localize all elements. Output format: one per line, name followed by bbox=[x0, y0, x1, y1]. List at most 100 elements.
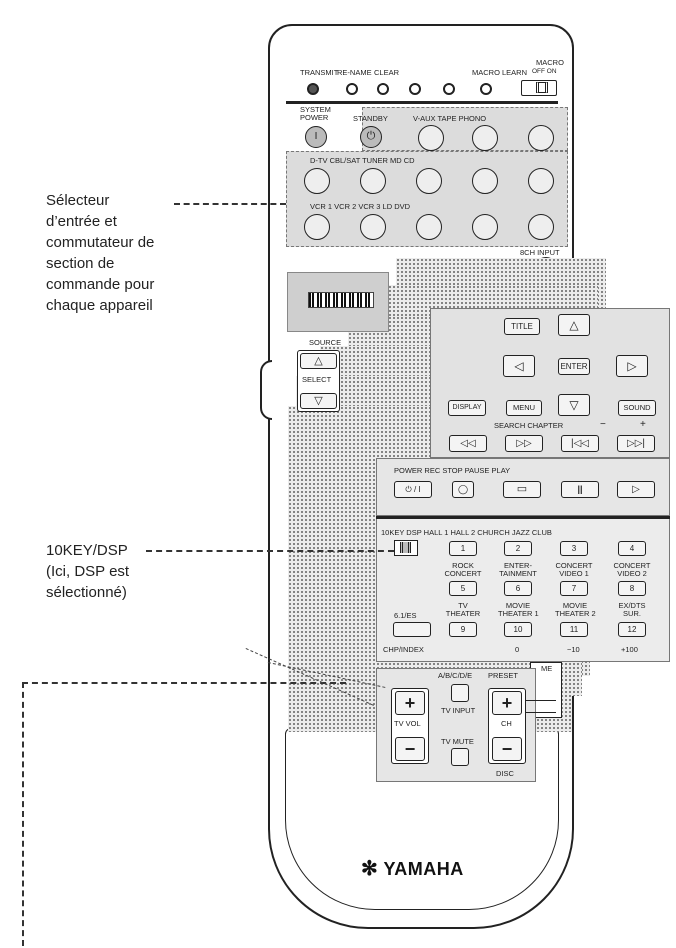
pause-button[interactable]: || bbox=[561, 481, 599, 498]
enter-button[interactable]: ENTER bbox=[558, 358, 590, 375]
ch-label: CH bbox=[501, 719, 512, 728]
source-label: SOURCE bbox=[309, 338, 342, 347]
dsp-key-12[interactable]: 12 bbox=[618, 622, 646, 637]
rewind-icon: ◁◁ bbox=[460, 438, 476, 449]
dsp-key-2[interactable]: 2 bbox=[504, 541, 532, 556]
input-button-vcr3[interactable] bbox=[416, 214, 442, 240]
input-button-md[interactable] bbox=[472, 168, 498, 194]
label-6-1-es: 6.1/ES bbox=[394, 611, 417, 620]
dsp-key-3[interactable]: 3 bbox=[560, 541, 588, 556]
connector-line-2 bbox=[526, 712, 556, 713]
cursor-right-icon: ▷ bbox=[627, 359, 637, 373]
dsp-key-11[interactable]: 11 bbox=[560, 622, 588, 637]
standby-label: STANDBY bbox=[353, 114, 388, 123]
dsp-key-9[interactable]: 9 bbox=[449, 622, 477, 637]
minus-ten-label: −10 bbox=[567, 645, 580, 654]
search-forward-button[interactable]: ▷▷ bbox=[505, 435, 543, 452]
dsp-key-6[interactable]: 6 bbox=[504, 581, 532, 596]
macro-label: MACRO bbox=[536, 58, 564, 67]
dsp-key-5[interactable]: 5 bbox=[449, 581, 477, 596]
play-icon: ▷ bbox=[632, 484, 640, 495]
tv-mute-label: TV MUTE bbox=[441, 737, 474, 746]
input-button-cbl-sat[interactable] bbox=[360, 168, 386, 194]
system-power-button[interactable]: I bbox=[305, 126, 327, 148]
me-label: ME bbox=[541, 664, 553, 673]
sound-button[interactable]: SOUND bbox=[618, 400, 656, 416]
power-icon: ⏻ / I bbox=[405, 485, 421, 494]
standby-button[interactable]: ⏻ bbox=[360, 126, 382, 148]
abcde-button[interactable] bbox=[451, 684, 469, 702]
chapter-next-button[interactable]: ▷▷| bbox=[617, 435, 655, 452]
select-label: SELECT bbox=[302, 375, 332, 384]
pause-icon: || bbox=[577, 484, 583, 494]
title-button[interactable]: TITLE bbox=[504, 318, 540, 335]
yamaha-logo: ✻ YAMAHA bbox=[361, 856, 501, 882]
10key-dsp-switch-knob bbox=[400, 542, 411, 553]
input-button-v-aux[interactable] bbox=[418, 125, 444, 151]
ch-down-button[interactable]: − bbox=[492, 737, 522, 761]
display-button[interactable]: DISPLAY bbox=[448, 400, 486, 416]
input-button-tape[interactable] bbox=[472, 125, 498, 151]
leader-line-10key-dsp bbox=[146, 550, 394, 552]
cursor-left-button[interactable]: ◁ bbox=[503, 355, 535, 377]
input-button-vcr2[interactable] bbox=[360, 214, 386, 240]
macro-switch[interactable] bbox=[521, 80, 557, 96]
cursor-up-button[interactable]: △ bbox=[558, 314, 590, 336]
input-button-cd[interactable] bbox=[528, 168, 554, 194]
input-button-vcr1[interactable] bbox=[304, 214, 330, 240]
rename-button[interactable] bbox=[346, 83, 358, 95]
tv-vol-down-button[interactable]: − bbox=[395, 737, 425, 761]
plus-hundred-label: +100 bbox=[621, 645, 638, 654]
transport-power-button[interactable]: ⏻ / I bbox=[394, 481, 432, 498]
input-row1-label: V-AUX TAPE PHONO bbox=[413, 114, 487, 123]
source-down-button[interactable]: ▽ bbox=[300, 393, 337, 409]
input-button-ld[interactable] bbox=[472, 214, 498, 240]
dsp-key-1[interactable]: 1 bbox=[449, 541, 477, 556]
cursor-right-button[interactable]: ▷ bbox=[616, 355, 648, 377]
tv-mute-button[interactable] bbox=[451, 748, 469, 766]
rec-button[interactable]: ◯ bbox=[452, 481, 474, 498]
tv-vol-up-button[interactable]: + bbox=[395, 691, 425, 715]
chapter-prev-button[interactable]: |◁◁ bbox=[561, 435, 599, 452]
dsp-key-7[interactable]: 7 bbox=[560, 581, 588, 596]
input-button-d-tv[interactable] bbox=[304, 168, 330, 194]
chp-index-label: CHP/INDEX bbox=[383, 645, 424, 654]
transmit-label: TRANSMIT bbox=[300, 68, 339, 77]
cursor-down-icon: ▽ bbox=[569, 398, 579, 412]
input-button-dvd[interactable] bbox=[528, 214, 554, 240]
dsp-divider bbox=[376, 516, 670, 519]
stop-button[interactable]: ▭ bbox=[503, 481, 541, 498]
dsp-key-4[interactable]: 4 bbox=[618, 541, 646, 556]
yamaha-tuning-fork-icon: ✻ bbox=[361, 858, 379, 880]
lcd-display bbox=[308, 292, 374, 308]
input-button-tuner[interactable] bbox=[416, 168, 442, 194]
rename-label: RE-NAME bbox=[337, 68, 372, 77]
callout-10key-dsp: 10KEY/DSP (Ici, DSP est sélectionné) bbox=[46, 542, 130, 601]
dsp-header-label: 10KEY DSP HALL 1 HALL 2 CHURCH JAZZ CLUB bbox=[381, 528, 552, 537]
off-on-label: OFF ON bbox=[532, 68, 557, 75]
source-up-button[interactable]: △ bbox=[300, 353, 337, 369]
extra-button-1[interactable] bbox=[409, 83, 421, 95]
6-1-es-button[interactable] bbox=[393, 622, 431, 637]
input-button-phono[interactable] bbox=[528, 125, 554, 151]
search-rewind-button[interactable]: ◁◁ bbox=[449, 435, 487, 452]
play-button[interactable]: ▷ bbox=[617, 481, 655, 498]
dsp-key-10[interactable]: 10 bbox=[504, 622, 532, 637]
ch-up-button[interactable]: + bbox=[492, 691, 522, 715]
menu-button[interactable]: MENU bbox=[506, 400, 542, 416]
rec-icon: ◯ bbox=[457, 484, 469, 494]
macro-learn-button[interactable] bbox=[480, 83, 492, 95]
clear-button[interactable] bbox=[377, 83, 389, 95]
zero-label: 0 bbox=[515, 645, 520, 654]
8ch-input-label: 8CH INPUT bbox=[520, 248, 560, 257]
dsp-key-8[interactable]: 8 bbox=[618, 581, 646, 596]
10key-dsp-switch[interactable] bbox=[394, 540, 418, 556]
cursor-down-button[interactable]: ▽ bbox=[558, 394, 590, 416]
power-on-icon: I bbox=[314, 131, 318, 142]
clear-label: CLEAR bbox=[374, 68, 400, 77]
input-row2-label: D-TV CBL/SAT TUNER MD CD bbox=[310, 156, 415, 165]
extra-button-2[interactable] bbox=[443, 83, 455, 95]
